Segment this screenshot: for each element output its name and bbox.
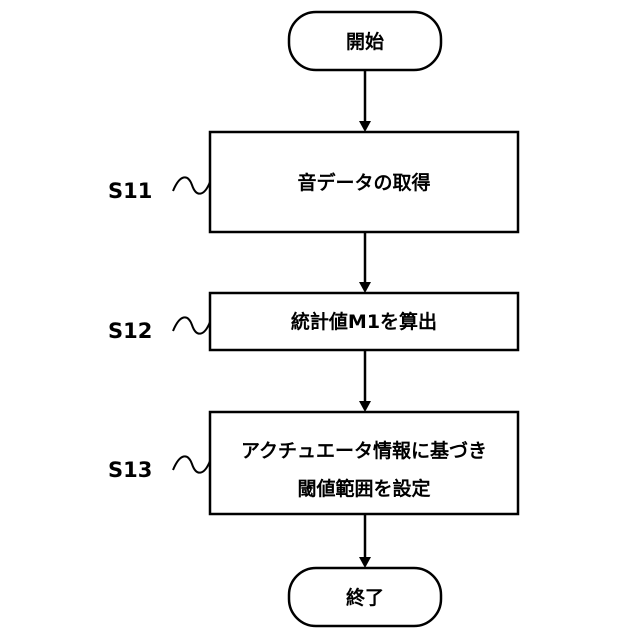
process-text-s12: 統計値M1を算出 (291, 310, 437, 333)
connector-tilde-s13 (173, 456, 210, 472)
arrowhead-start-to-s11 (359, 121, 371, 132)
end-label: 終了 (346, 586, 384, 609)
process-text-s13-line2: 閾値範囲を設定 (297, 477, 430, 500)
step-label-s12: S12 (108, 319, 152, 343)
connector-tilde-s11 (173, 177, 210, 193)
start-label: 開始 (346, 30, 384, 53)
arrowhead-s12-to-s13 (359, 401, 371, 412)
arrowhead-s13-to-end (359, 557, 371, 568)
connector-tilde-s12 (173, 317, 210, 333)
arrowhead-s11-to-s12 (359, 282, 371, 293)
process-text-s13-line1: アクチュエータ情報に基づき (241, 439, 487, 462)
step-label-s11: S11 (108, 179, 152, 203)
process-text-s11: 音データの取得 (297, 171, 430, 194)
step-label-s13: S13 (108, 458, 152, 482)
